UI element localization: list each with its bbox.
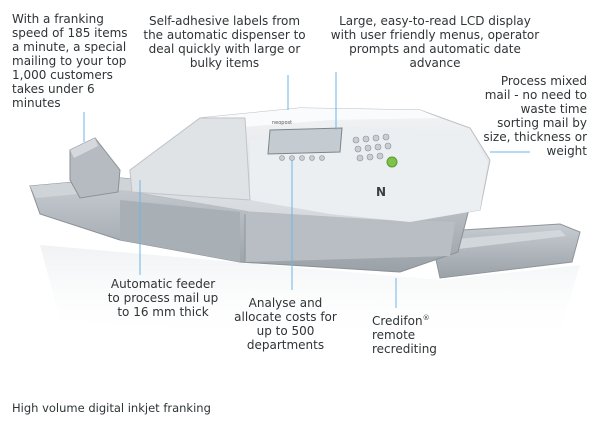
credifon-description: remote recrediting: [372, 328, 437, 356]
callout-credifon: Credifon® remote recrediting: [372, 311, 482, 356]
logo-mark: N: [376, 185, 386, 199]
callout-cost-allocation: Analyse and allocate costs for up to 500…: [234, 296, 337, 352]
floor-reflection: [40, 245, 580, 345]
credifon-name: Credifon: [372, 314, 423, 328]
brand-label: neopost: [272, 120, 292, 126]
start-button: [386, 156, 398, 168]
lcd-display: [267, 127, 343, 155]
callout-franking-speed: With a franking speed of 185 items a min…: [12, 12, 128, 110]
footer-caption: High volume digital inkjet franking: [12, 401, 211, 415]
callout-labels: Self-adhesive labels from the automatic …: [143, 14, 306, 70]
callout-lcd-display: Large, easy-to-read LCD display with use…: [330, 14, 540, 70]
registered-mark: ®: [422, 314, 430, 322]
keypad: [279, 133, 392, 162]
callout-automatic-feeder: Automatic feeder to process mail up to 1…: [107, 277, 219, 319]
callout-mixed-mail: Process mixed mail - no need to waste ti…: [483, 74, 587, 158]
